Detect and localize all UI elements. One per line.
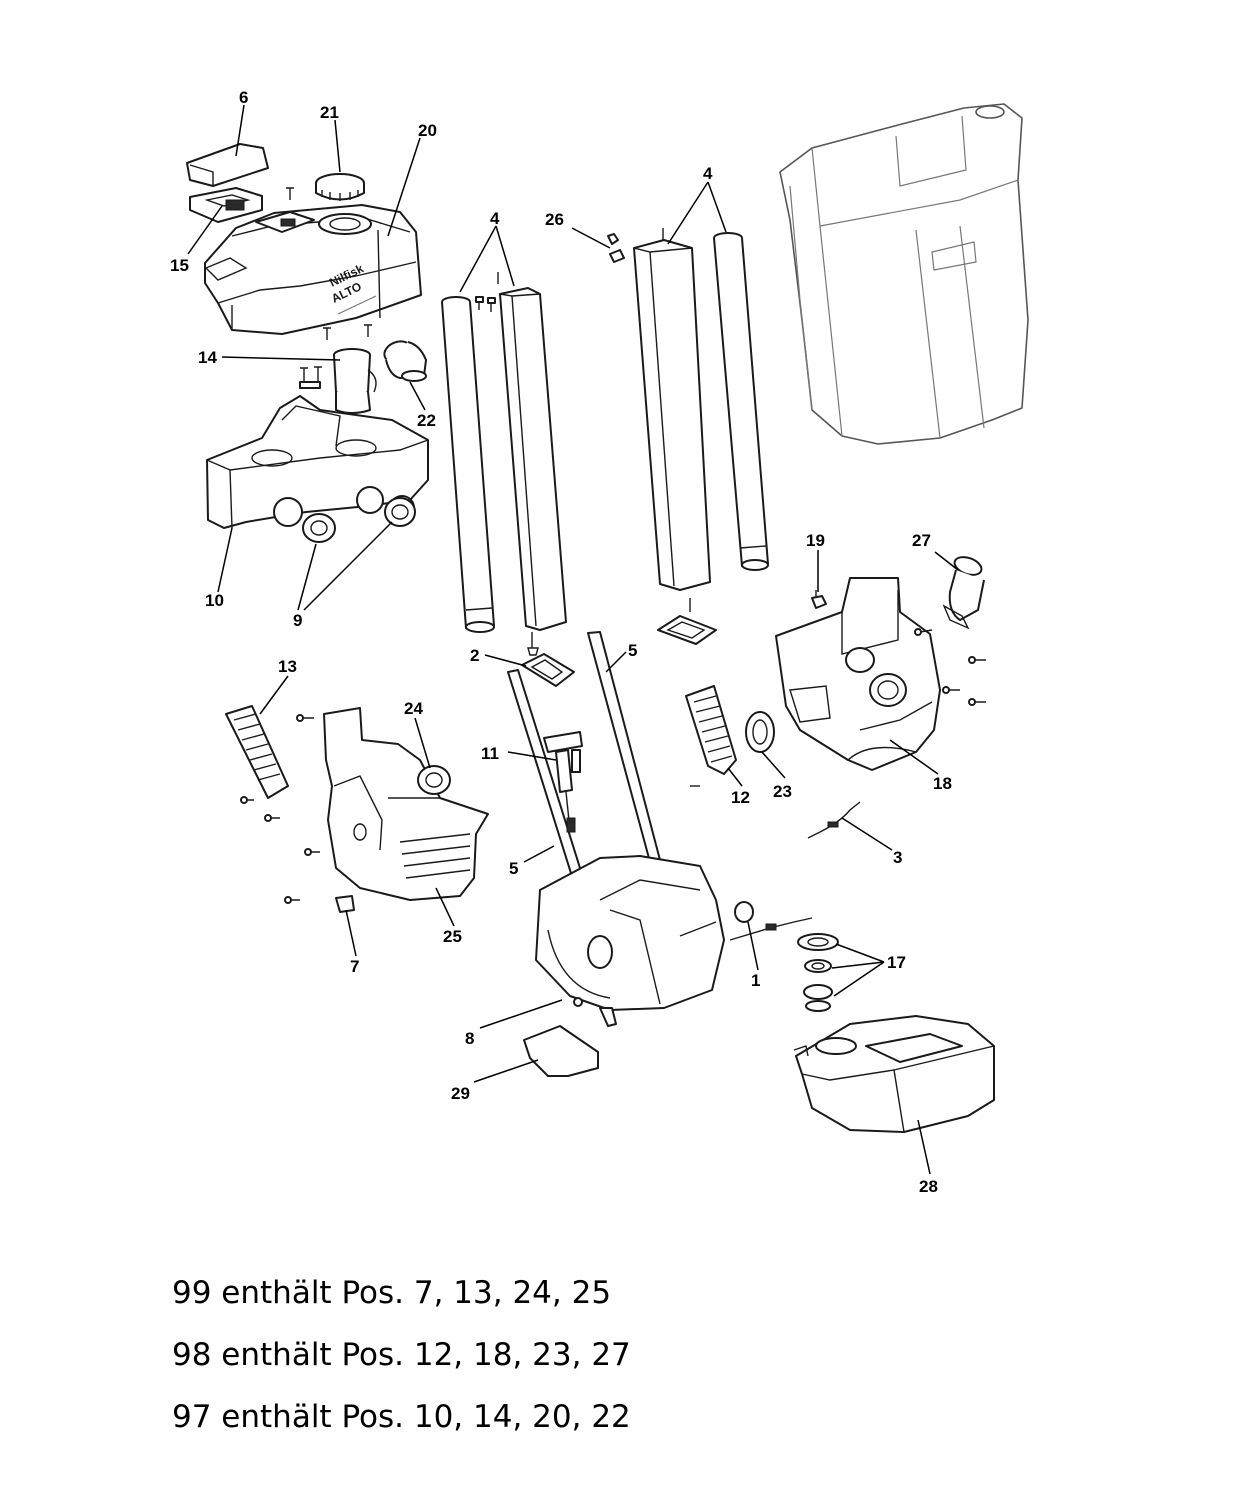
part-9-rings [302, 497, 416, 543]
callout-17: 17 [887, 953, 906, 972]
part-20-lid-top: Nilfisk ALTO [204, 204, 422, 335]
part-12-grille-right [685, 685, 737, 787]
callout-20: 20 [418, 121, 437, 140]
callout-13: 13 [278, 657, 297, 676]
callout-25: 25 [443, 927, 462, 946]
part-14-inlet [333, 348, 377, 414]
tube-square-right [633, 239, 711, 591]
callout-14: 14 [198, 348, 217, 367]
callout-11: 11 [481, 744, 499, 763]
part-29-trough [523, 1025, 599, 1077]
recovery-tank-faint [779, 103, 1029, 445]
part-25-left-shell [323, 707, 489, 901]
tube-round-left [441, 296, 495, 633]
callout-4-right: 4 [703, 164, 713, 183]
callout-22: 22 [417, 411, 436, 430]
screws-top [286, 187, 372, 389]
callout-5-lower: 5 [509, 859, 518, 878]
callout-15: 15 [170, 256, 189, 275]
callout-5-upper: 5 [628, 641, 637, 660]
screws-left [240, 714, 320, 904]
part-3-cable [807, 801, 861, 839]
callout-26: 26 [545, 210, 564, 229]
part-6-cover [186, 143, 269, 187]
part-15-filter-frame [189, 187, 263, 223]
callout-19: 19 [806, 531, 825, 550]
tube-square-left [499, 287, 567, 631]
part-7-clip [335, 895, 355, 913]
kit-note-98: 98 enthält Pos. 12, 18, 23, 27 [172, 1337, 631, 1373]
exploded-parts-diagram: Nilfisk ALTO [170, 88, 1029, 1196]
callout-28: 28 [919, 1177, 938, 1196]
tube-round-right [713, 232, 769, 571]
callout-12: 12 [731, 788, 750, 807]
part-24-ring [417, 765, 451, 795]
callout-27: 27 [912, 531, 931, 550]
part-18-right-shell [775, 577, 941, 771]
part-21-cap [315, 173, 365, 201]
part-8-motor-housing [535, 855, 725, 1027]
callout-labels: 6 21 20 15 14 22 10 9 4 4 26 2 5 5 11 13… [170, 88, 952, 1196]
callout-21: 21 [320, 103, 339, 122]
callout-3: 3 [893, 848, 902, 867]
leader-lines [187, 104, 959, 1175]
callout-4-left: 4 [490, 209, 500, 228]
kit-note-99: 99 enthält Pos. 7, 13, 24, 25 [172, 1275, 612, 1311]
part-27-elbow [942, 556, 985, 630]
callout-29: 29 [451, 1084, 470, 1103]
part-11-switch [543, 731, 583, 833]
callout-9: 9 [293, 611, 302, 630]
part-28-tank [793, 1015, 995, 1133]
callout-23: 23 [773, 782, 792, 801]
part-13-grille-left [225, 705, 289, 799]
small-screws-tubes [475, 228, 691, 656]
callout-1: 1 [751, 971, 760, 990]
kit-notes: 99 enthält Pos. 7, 13, 24, 25 98 enthält… [172, 1262, 631, 1448]
part-23-ring [745, 711, 775, 753]
part-10-base-frame [206, 395, 429, 529]
part-17-seals [797, 933, 839, 1012]
part-22-elbow [383, 340, 427, 382]
part-19-nut [811, 590, 827, 609]
callout-8: 8 [465, 1029, 474, 1048]
part-1-connector [729, 901, 813, 941]
callout-2: 2 [470, 646, 479, 665]
screws-right [914, 628, 986, 706]
callout-6: 6 [239, 88, 248, 107]
callout-7: 7 [350, 957, 359, 976]
callout-10: 10 [205, 591, 224, 610]
callout-24: 24 [404, 699, 423, 718]
kit-note-97: 97 enthält Pos. 10, 14, 20, 22 [172, 1399, 631, 1435]
callout-18: 18 [933, 774, 952, 793]
part-2-feet [521, 615, 717, 687]
